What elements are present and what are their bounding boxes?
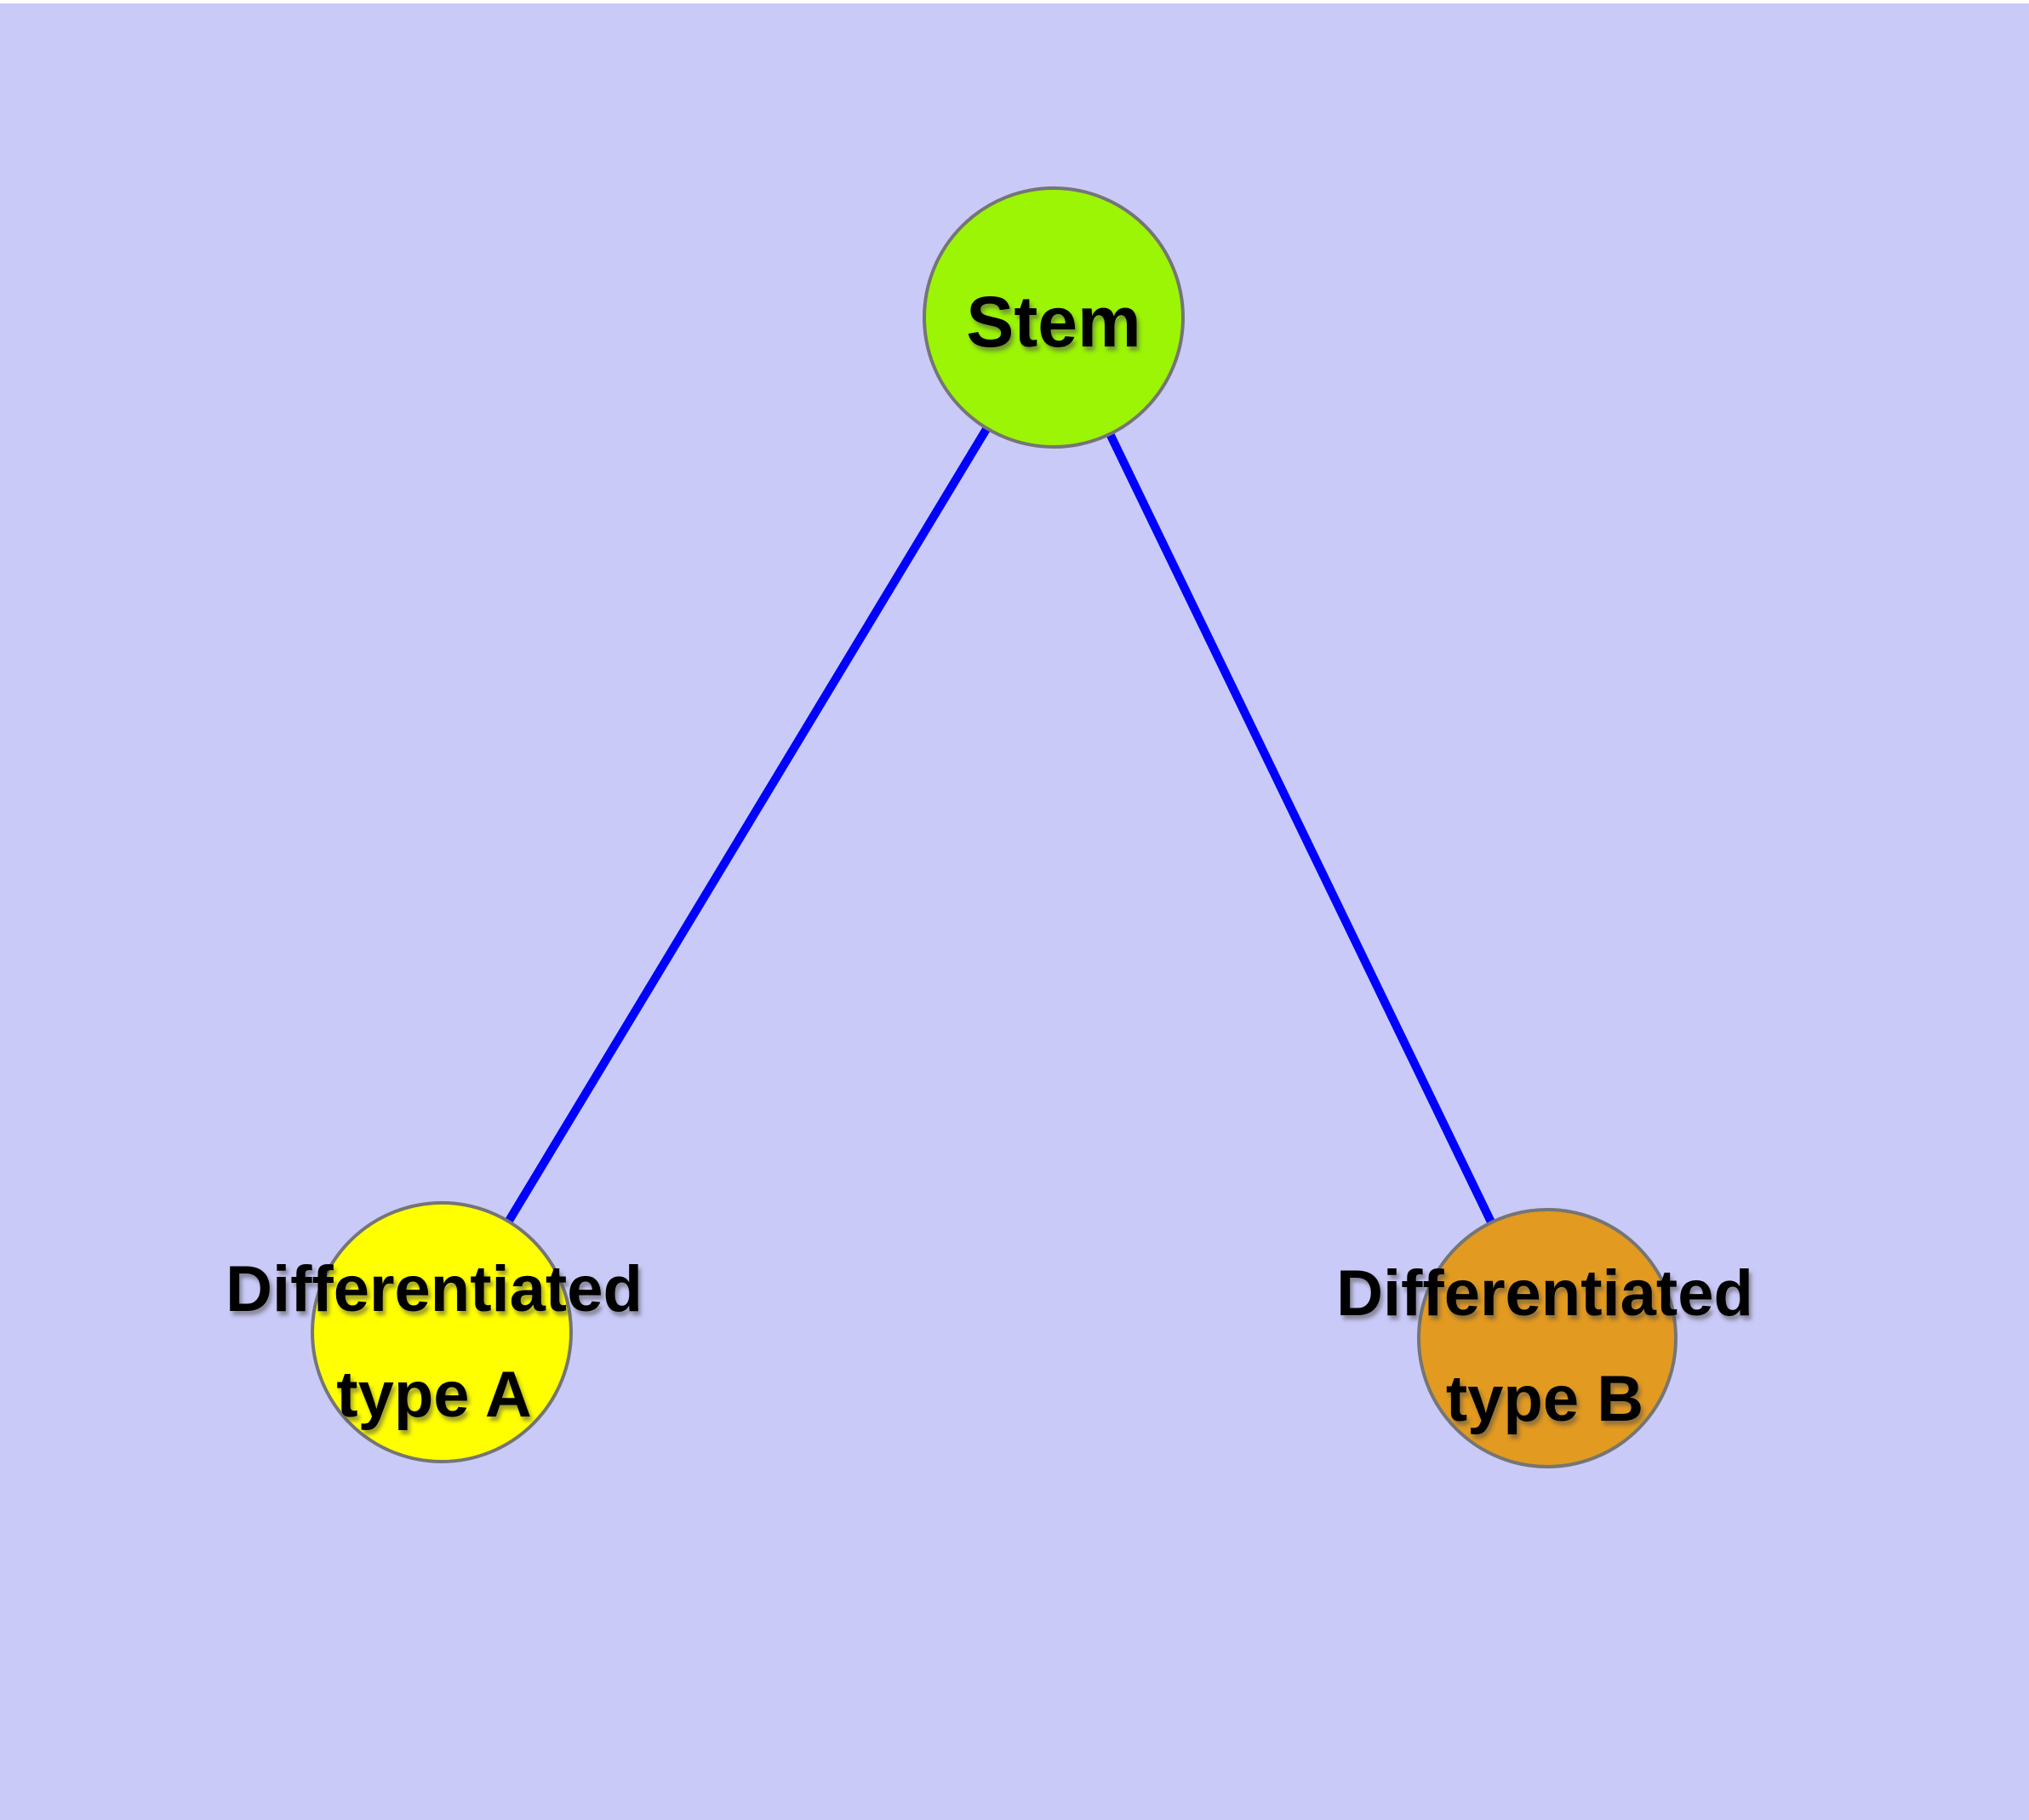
node-stem[interactable]	[923, 186, 1185, 449]
node-differentiated-type-b[interactable]	[1417, 1208, 1677, 1468]
top-border-strip	[0, 0, 2029, 3]
node-differentiated-type-a[interactable]	[311, 1201, 573, 1463]
edge-stem-to-differentiated-type-a	[437, 315, 1058, 1335]
edge-stem-to-differentiated-type-b	[1049, 315, 1552, 1341]
